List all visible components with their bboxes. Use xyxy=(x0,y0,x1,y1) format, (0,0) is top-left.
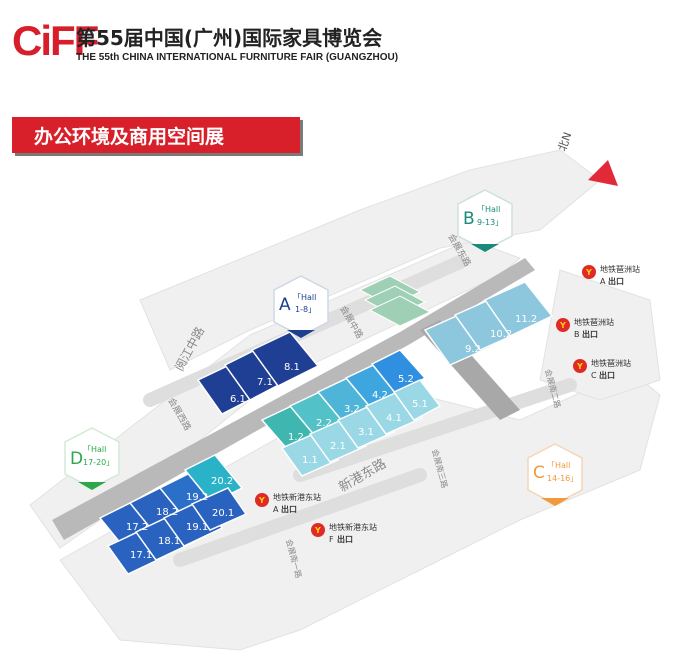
hall-label: 19.2 xyxy=(186,492,208,503)
main-corridor xyxy=(52,258,535,540)
hall-label: 4.2 xyxy=(372,390,388,401)
hall-label: 3.2 xyxy=(344,404,360,415)
hall-label: 1.1 xyxy=(302,455,318,466)
station-name: 地铁新港东站 xyxy=(329,522,377,532)
hall-label: 8.1 xyxy=(284,362,300,373)
north-arrow: 北N xyxy=(556,131,618,186)
zone-b-halls xyxy=(423,281,554,366)
zone-hall-range: 17-20」 xyxy=(83,458,114,467)
svg-text:Y: Y xyxy=(576,362,583,371)
fair-title-cn: 第55届中国(广州)国际家具博览会 xyxy=(76,26,383,50)
hall-label: 18.1 xyxy=(158,536,180,547)
station-exit-word: 出口 xyxy=(582,329,598,339)
metro-station-pazhou-b[interactable]: Y 地铁琶洲站 B 出口 xyxy=(556,317,614,339)
hall-label: 11.2 xyxy=(515,314,537,325)
metro-station-pazhou-c[interactable]: Y 地铁琶洲站 C 出口 xyxy=(573,358,631,380)
zone-hall-text: 「Hall xyxy=(293,293,316,302)
hall-label: 1.2 xyxy=(288,432,304,443)
svg-text:Y: Y xyxy=(559,321,566,330)
hall-labels: 6.1 7.1 8.1 9.2 10.2 11.2 1.2 2.2 3.2 4.… xyxy=(126,314,537,561)
metro-station-xingangdong-f[interactable]: Y 地铁新港东站 F 出口 xyxy=(311,522,377,544)
ciff-logo: CiFF xyxy=(12,17,99,64)
zone-b-marker[interactable]: B 「Hall 9-13」 xyxy=(457,189,513,252)
station-exit-word: 出口 xyxy=(599,370,615,380)
hall-block[interactable] xyxy=(250,331,320,387)
svg-text:Y: Y xyxy=(585,268,592,277)
metro-icon xyxy=(556,318,570,332)
hall-label: 7.1 xyxy=(257,377,273,388)
metro-station-xingangdong-a[interactable]: Y 地铁新港东站 A 出口 xyxy=(255,492,321,514)
hall-label: 17.2 xyxy=(126,522,148,533)
zone-hall-text: 「Hall xyxy=(477,205,500,214)
hall-label: 2.1 xyxy=(330,441,346,452)
station-name: 地铁琶洲站 xyxy=(600,264,640,274)
zone-d-marker[interactable]: D 「Hall 17-20」 xyxy=(64,427,120,490)
hall-label: 19.1 xyxy=(186,522,208,533)
hall-label: 10.2 xyxy=(490,329,512,340)
hall-label: 20.2 xyxy=(211,476,233,487)
green-building xyxy=(358,275,432,327)
hall-label: 6.1 xyxy=(230,394,246,405)
zone-hall-text: 「Hall xyxy=(83,445,106,454)
zone-hall-range: 14-16」 xyxy=(547,474,578,483)
north-arrow-icon xyxy=(588,160,618,186)
svg-text:Y: Y xyxy=(314,526,321,535)
station-exit-word: 出口 xyxy=(337,534,353,544)
north-label: 北N xyxy=(556,131,575,154)
zone-a-marker[interactable]: A 「Hall 1-8」 xyxy=(273,275,329,338)
hall-label: 5.1 xyxy=(412,399,428,410)
hall-label: 18.2 xyxy=(156,507,178,518)
hall-label: 9.2 xyxy=(465,344,481,355)
zone-d-halls-lower xyxy=(106,487,248,575)
hall-label: 5.2 xyxy=(398,374,414,385)
station-exit-letter: A xyxy=(273,505,279,514)
hall-label: 4.1 xyxy=(386,413,402,424)
zone-letter: C xyxy=(533,463,545,483)
zone-hall-range: 1-8」 xyxy=(295,305,316,314)
zone-letter: D xyxy=(70,449,83,469)
middle-halls-lower xyxy=(280,379,442,477)
metro-icon xyxy=(573,359,587,373)
zone-letter: A xyxy=(279,295,291,315)
station-exit-letter: A xyxy=(600,277,606,286)
hall-block[interactable] xyxy=(190,487,248,531)
station-name: 地铁琶洲站 xyxy=(574,317,614,327)
hall-label: 17.1 xyxy=(130,550,152,561)
station-name: 地铁琶洲站 xyxy=(591,358,631,368)
zone-hall-range: 9-13」 xyxy=(477,218,503,227)
hall-label: 3.1 xyxy=(358,427,374,438)
zone-letter: B xyxy=(463,209,475,229)
header: CiFF 第55届中国(广州)国际家具博览会 THE 55th CHINA IN… xyxy=(0,0,679,80)
station-exit-letter: C xyxy=(591,371,597,380)
zone-hall-text: 「Hall xyxy=(547,461,570,470)
hall-label: 2.2 xyxy=(316,418,332,429)
zone-c-marker[interactable]: C 「Hall 14-16」 xyxy=(527,443,583,506)
hall-block[interactable] xyxy=(483,281,554,337)
station-name: 地铁新港东站 xyxy=(273,492,321,502)
station-exit-letter: B xyxy=(574,330,580,339)
station-exit-letter: F xyxy=(329,535,334,544)
hall-block[interactable] xyxy=(392,379,442,421)
metro-icon xyxy=(311,523,325,537)
hall-label: 20.1 xyxy=(212,508,234,519)
banner-label: 办公环境及商用空间展 xyxy=(34,126,225,148)
metro-icon xyxy=(255,493,269,507)
fair-title-en: THE 55th CHINA INTERNATIONAL FURNITURE F… xyxy=(76,52,399,63)
metro-icon xyxy=(582,265,596,279)
station-exit-word: 出口 xyxy=(281,504,297,514)
exhibition-banner: 办公环境及商用空间展 xyxy=(12,117,300,153)
metro-station-pazhou-a[interactable]: Y 地铁琶洲站 A 出口 xyxy=(582,264,640,286)
station-exit-word: 出口 xyxy=(608,276,624,286)
zone-a-halls xyxy=(196,331,320,415)
svg-text:Y: Y xyxy=(258,496,265,505)
